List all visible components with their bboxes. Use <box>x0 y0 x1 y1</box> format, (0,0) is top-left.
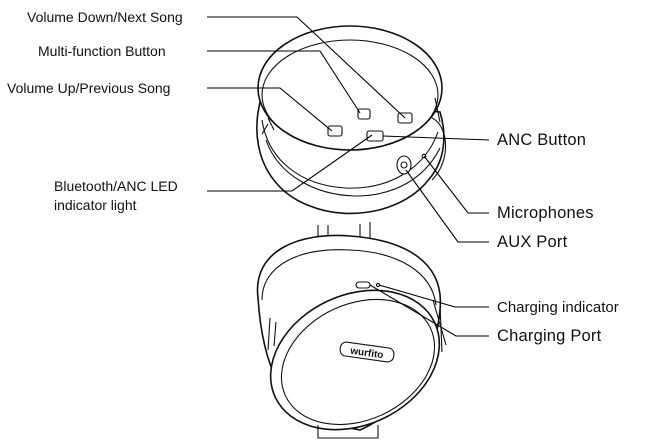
brand-logo: wurfito <box>339 341 395 363</box>
leader-charging-port <box>369 284 489 337</box>
label-charging-indicator: Charging indicator <box>497 299 619 316</box>
label-anc-button: ANC Button <box>497 131 586 149</box>
anc-button-shape <box>366 130 384 142</box>
label-bt-led-line1: Bluetooth/ANC LED <box>54 178 178 194</box>
leader-microphones <box>423 155 489 214</box>
label-volume-down: Volume Down/Next Song <box>27 9 183 25</box>
label-multi-function: Multi-function Button <box>38 43 166 59</box>
brand-text: wurfito <box>349 346 385 362</box>
volume-up-button-shape <box>327 125 343 137</box>
multi-function-button-shape <box>357 108 371 120</box>
label-volume-up: Volume Up/Previous Song <box>7 80 170 96</box>
leader-bt-led <box>207 134 373 192</box>
leader-aux-port <box>405 169 489 243</box>
label-bt-led-line2: indicator light <box>54 197 137 213</box>
leader-volume-up <box>207 87 333 132</box>
charging-port-shape <box>355 281 371 289</box>
label-microphones: Microphones <box>497 204 594 222</box>
label-aux-port: AUX Port <box>497 233 568 251</box>
label-charging-port: Charging Port <box>497 327 602 345</box>
leader-volume-down <box>207 16 406 119</box>
leader-multi-function <box>207 50 361 114</box>
labels: Volume Down/Next Song Multi-function But… <box>7 9 619 345</box>
leader-lines <box>207 16 490 337</box>
leader-anc-button <box>382 135 490 141</box>
aux-port-shape <box>396 155 412 175</box>
bottom-earcup: wurfito <box>256 234 447 439</box>
leader-charging-indicator <box>378 284 489 308</box>
